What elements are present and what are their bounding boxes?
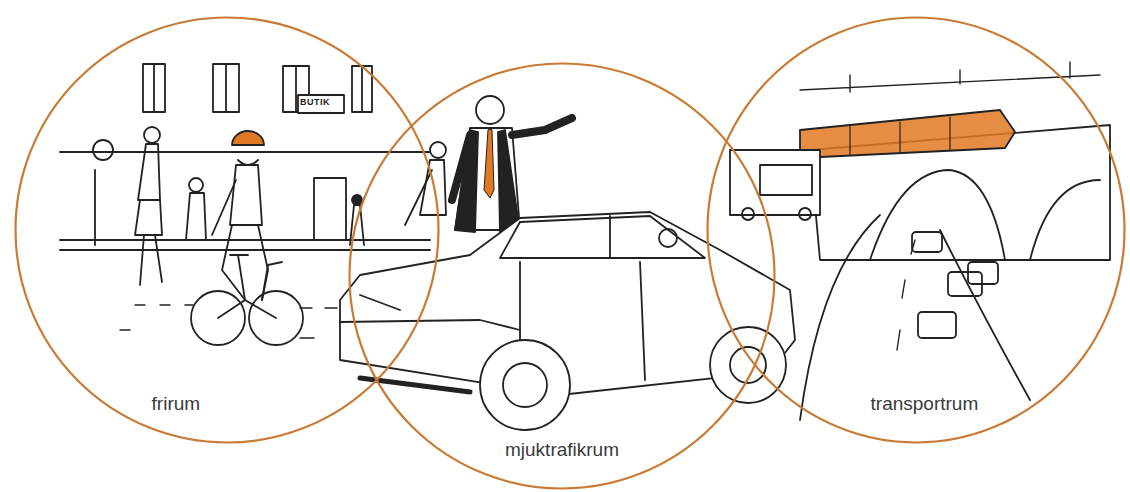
circle-label: frirum xyxy=(152,393,201,415)
circle-outline xyxy=(706,16,1126,444)
scope-circle: transportrum xyxy=(706,16,1126,444)
circle-label: transportrum xyxy=(871,393,979,415)
circle-label: mjuktrafikrum xyxy=(505,439,619,461)
shop-sign: BUTIK xyxy=(300,97,330,107)
